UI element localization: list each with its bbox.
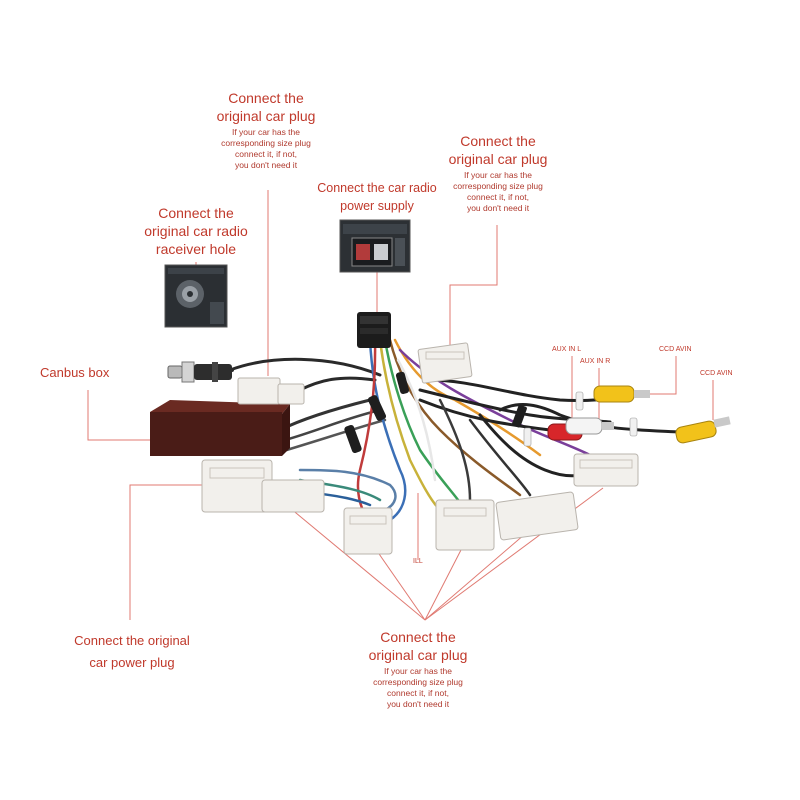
bottom-plug-note-3: connect it, if not, — [387, 688, 449, 698]
leader-canbus — [87, 390, 150, 441]
bottom-plug-note-2: corresponding size plug — [373, 677, 463, 687]
bottom-plug-title-2: original car plug — [368, 647, 468, 663]
canbus-title: Canbus box — [40, 365, 110, 380]
rca-plugs — [547, 385, 731, 444]
ill-label: ILL — [413, 558, 423, 565]
top-plug-title-2: original car plug — [216, 108, 316, 124]
right-plug-title-2: original car plug — [448, 151, 548, 167]
leader-ccd1 — [650, 356, 677, 395]
canbus-box — [150, 400, 290, 456]
top-plug-label: Connect the original car plug If your ca… — [200, 89, 332, 171]
bottom-plug-label: Connect the original car plug If your ca… — [352, 628, 484, 710]
top-plug-title-1: Connect the — [228, 90, 304, 106]
leader-bottom-1 — [289, 507, 426, 621]
radio-hole-photo — [164, 264, 228, 328]
rca-yellow-1 — [593, 385, 635, 403]
wire-sleeves — [344, 371, 638, 454]
radio-hole-title-2: original car radio — [144, 223, 248, 239]
bottom-plug-note-1: If your car has the — [383, 666, 453, 676]
leader-right-plug — [449, 225, 498, 348]
aux-in-l-label: AUX IN L — [552, 346, 582, 353]
leader-power-plug — [129, 484, 225, 620]
connector-top-left — [237, 377, 281, 405]
top-plug-note-4: you don't need it — [234, 160, 298, 170]
rca-yellow-2 — [675, 420, 717, 444]
power-supply-title-2: power supply — [340, 199, 414, 213]
right-plug-note-3: connect it, if not, — [467, 192, 529, 202]
connector-top-left-2 — [277, 383, 305, 405]
right-plug-note-1: If your car has the — [463, 170, 533, 180]
power-plug-title-1: Connect the original — [74, 633, 190, 648]
bottom-plug-note-4: you don't need it — [386, 699, 450, 709]
leader-bottom-3 — [424, 547, 463, 621]
connector-bottom-3 — [495, 491, 579, 541]
canbus-label: Canbus box — [40, 364, 140, 382]
bottom-plug-title-1: Connect the — [380, 629, 456, 645]
radio-hole-title-1: Connect the — [158, 205, 234, 221]
power-supply-title-1: Connect the car radio — [317, 181, 437, 195]
connector-main-left-2 — [261, 479, 325, 513]
connector-bottom-2 — [435, 499, 495, 551]
ccd-avin-label-2: CCD AVIN — [700, 370, 733, 377]
top-black-connector — [357, 312, 391, 348]
radio-hole-label: Connect the original car radio raceiver … — [128, 204, 264, 258]
ccd-avin-label-1: CCD AVIN — [659, 346, 692, 353]
power-supply-photo — [339, 219, 411, 273]
power-plug-label: Connect the original car power plug — [52, 630, 212, 674]
right-plug-note-4: you don't need it — [466, 203, 530, 213]
power-plug-title-2: car power plug — [89, 655, 175, 670]
connector-right-top — [417, 342, 473, 384]
right-plug-note-2: corresponding size plug — [453, 181, 543, 191]
connector-details — [209, 351, 633, 525]
top-plug-note-2: corresponding size plug — [221, 138, 311, 148]
connector-bottom-1 — [343, 507, 393, 555]
right-plug-title-1: Connect the — [460, 133, 536, 149]
top-plug-note-3: connect it, if not, — [235, 149, 297, 159]
radio-hole-title-3: raceiver hole — [155, 241, 237, 257]
leader-bottom-4 — [424, 527, 533, 621]
right-plug-label: Connect the original car plug If your ca… — [432, 132, 564, 214]
antenna-plug — [167, 361, 232, 383]
aux-in-r-label: AUX IN R — [580, 358, 611, 365]
white-connectors — [201, 342, 639, 555]
top-plug-note-1: If your car has the — [231, 127, 301, 137]
connector-right-bottom — [573, 453, 639, 487]
rca-white — [565, 417, 603, 435]
power-supply-label: Connect the car radio power supply — [302, 179, 452, 215]
